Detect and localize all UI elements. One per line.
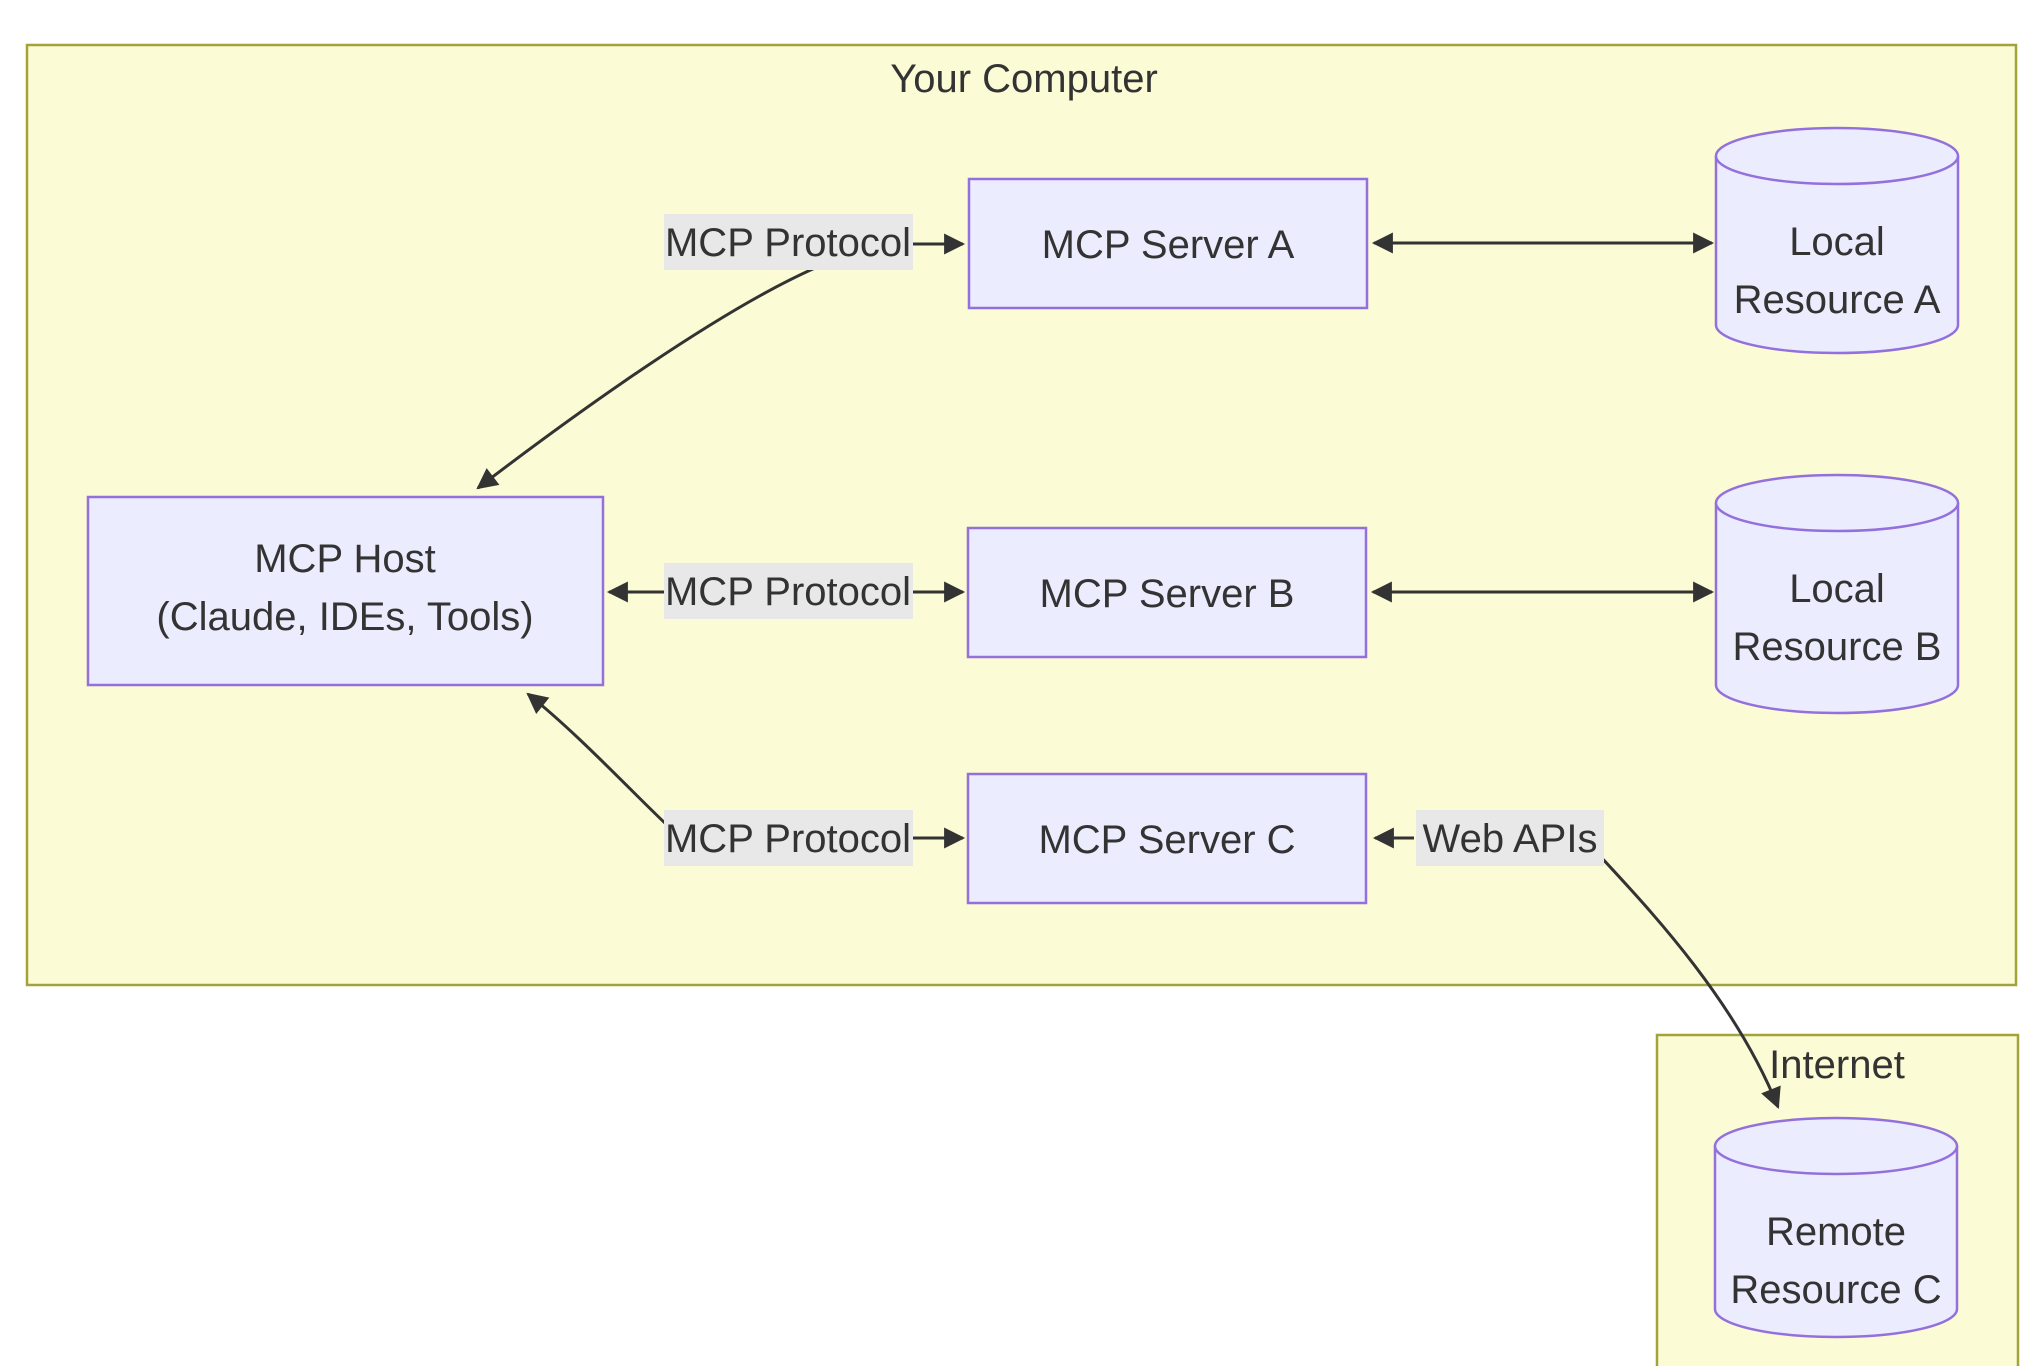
internet-cluster-title: Internet [1769, 1043, 1905, 1087]
mcp-host-label-line2: (Claude, IDEs, Tools) [156, 595, 533, 639]
node-remote-resource-c: Remote Resource C [1713, 1116, 1959, 1339]
edge-label-protocol-b-text: MCP Protocol [665, 570, 911, 614]
edge-label-protocol-a-bg [664, 214, 913, 270]
mcp-host-label-line1: MCP Host [254, 537, 436, 581]
remote-resource-c-label-line1: Remote [1766, 1210, 1906, 1254]
node-mcp-server-c: MCP Server C [966, 772, 1368, 905]
node-mcp-host: MCP Host (Claude, IDEs, Tools) [86, 495, 605, 687]
mcp-server-a-label: MCP Server A [1042, 223, 1295, 267]
mcp-server-a-box [967, 177, 1369, 310]
local-resource-a-cylinder-top [1714, 126, 1960, 186]
mcp-server-b-label: MCP Server B [1040, 572, 1295, 616]
mcp-server-b-box [966, 526, 1368, 659]
local-resource-a-label-line1: Local [1789, 220, 1885, 264]
edge-protocol-c-to-host [526, 692, 670, 828]
edge-label-web-apis-bg [1416, 810, 1604, 866]
local-resource-a-cylinder-body [1714, 156, 1960, 355]
mcp-host-box [86, 495, 605, 687]
edge-label-web-apis-text: Web APIs [1423, 817, 1598, 861]
local-resource-b-label-line1: Local [1789, 567, 1885, 611]
node-local-resource-b: Local Resource B [1714, 473, 1960, 715]
remote-resource-c-label-line2: Resource C [1730, 1268, 1941, 1312]
edge-label-protocol-c: MCP Protocol [664, 810, 913, 866]
edge-label-web-apis: Web APIs [1416, 810, 1604, 866]
edge-label-protocol-b-bg [664, 563, 913, 619]
remote-resource-c-cylinder-top [1713, 1116, 1959, 1176]
local-resource-a-label-line2: Resource A [1734, 278, 1941, 322]
node-local-resource-a: Local Resource A [1714, 126, 1960, 355]
edge-web-apis-to-resource-c [1598, 854, 1781, 1109]
node-mcp-server-a: MCP Server A [967, 177, 1369, 310]
edge-label-protocol-b: MCP Protocol [664, 563, 913, 619]
edge-label-protocol-c-text: MCP Protocol [665, 817, 911, 861]
node-mcp-server-b: MCP Server B [966, 526, 1368, 659]
edge-label-protocol-a-text: MCP Protocol [665, 221, 911, 265]
mcp-server-c-box [966, 772, 1368, 905]
edge-label-protocol-a: MCP Protocol [664, 214, 913, 270]
remote-resource-c-cylinder-body [1713, 1146, 1959, 1339]
mcp-server-c-label: MCP Server C [1038, 818, 1295, 862]
edge-label-protocol-c-bg [664, 810, 913, 866]
local-resource-b-label-line2: Resource B [1733, 625, 1942, 669]
local-resource-b-cylinder-body [1714, 503, 1960, 715]
edge-protocol-a-to-host [476, 266, 816, 490]
local-resource-b-cylinder-top [1714, 473, 1960, 533]
your-computer-cluster-title: Your Computer [890, 57, 1158, 101]
